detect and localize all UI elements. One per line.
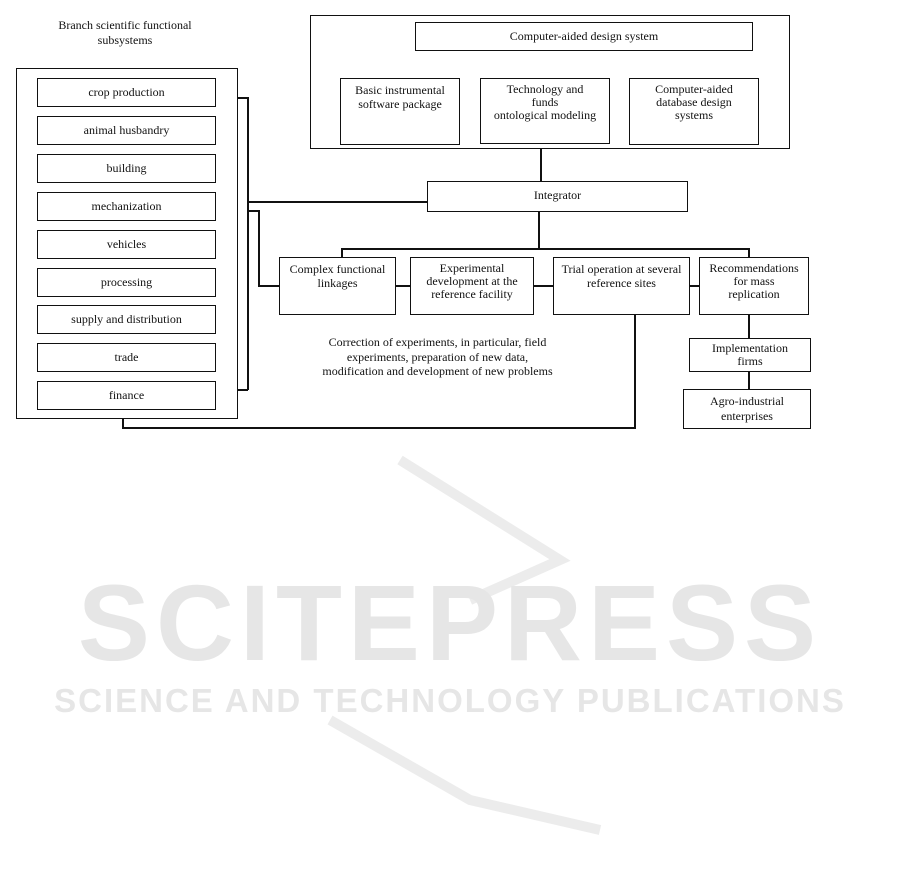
connector (341, 248, 343, 257)
connector (748, 314, 750, 338)
connector (534, 285, 553, 287)
implementation-firms-box: Implementation firms (689, 338, 811, 372)
cad-title: Computer-aided design system (415, 22, 753, 51)
subsystem-item: animal husbandry (37, 115, 216, 145)
cad-box-database: Computer-aided database design systems (629, 78, 759, 145)
subsystems-title: Branch scientific functional subsystems (58, 18, 192, 47)
connector (748, 248, 750, 257)
connector (538, 211, 540, 249)
agro-enterprises-box: Agro-industrial enterprises (683, 389, 811, 429)
subsystem-item: trade (37, 343, 216, 373)
connector (690, 285, 699, 287)
connector (396, 285, 410, 287)
connector (122, 418, 124, 429)
cad-box-toolkit: Basic instrumental software package (340, 78, 460, 145)
subsystem-item: supply and distribution (37, 305, 216, 335)
subsystem-item: vehicles (37, 229, 216, 259)
connector (540, 148, 542, 181)
watermark-shape (327, 455, 602, 835)
cad-box-ontology: Technology and funds ontological modelin… (480, 78, 610, 144)
connector (341, 248, 749, 250)
correction-note: Correction of experiments, in particular… (322, 335, 553, 378)
subsystem-item: building (37, 153, 216, 183)
connector (247, 201, 427, 203)
stage-complex-linkages: Complex functional linkages (279, 257, 396, 315)
integrator-box: Integrator (427, 181, 688, 212)
stage-recommendations: Recommendations for mass replication (699, 257, 809, 315)
connector (247, 210, 258, 212)
stage-experimental-development: Experimental development at the referenc… (410, 257, 534, 315)
connector (237, 97, 248, 99)
subsystem-item: mechanization (37, 191, 216, 221)
feedback-connector (122, 427, 636, 429)
feedback-connector (634, 314, 636, 428)
subsystem-item: processing (37, 267, 216, 297)
watermark-title: SCITEPRESS (78, 562, 822, 683)
watermark-subtitle: SCIENCE AND TECHNOLOGY PUBLICATIONS (54, 682, 846, 719)
subsystem-item: finance (37, 381, 216, 411)
connector (258, 210, 260, 286)
subsystem-item: crop production (37, 78, 216, 107)
connector (748, 371, 750, 389)
connector (247, 97, 249, 390)
stage-trial-operation: Trial operation at several reference sit… (553, 257, 690, 315)
connector (237, 389, 248, 391)
connector (258, 285, 279, 287)
